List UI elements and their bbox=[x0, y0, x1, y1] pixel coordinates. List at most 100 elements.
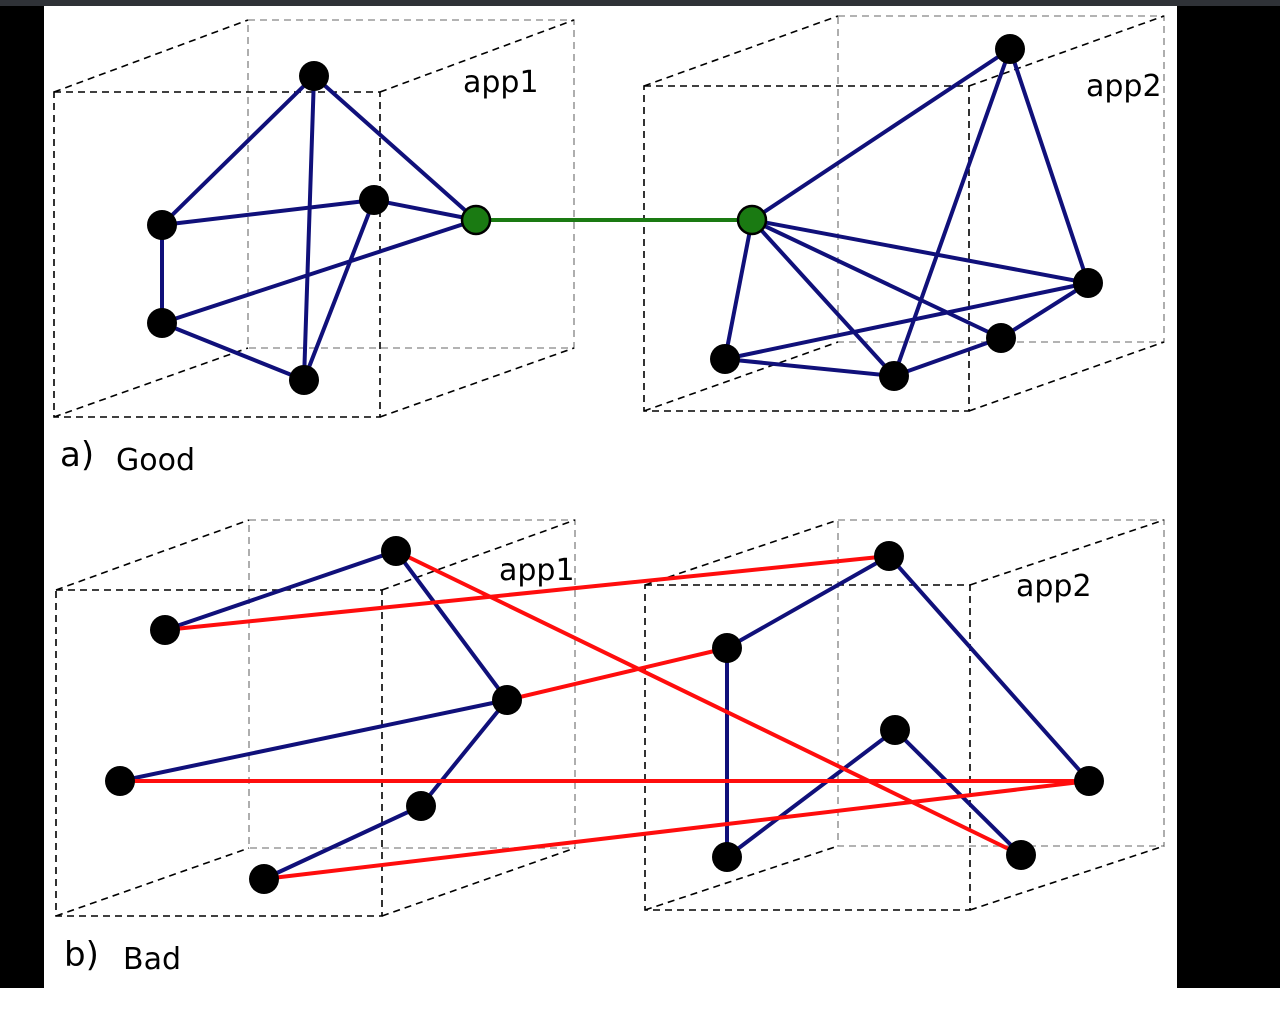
diagram-canvas: app1 app2 a) Good bbox=[44, 6, 1177, 988]
right-margin bbox=[1177, 6, 1280, 988]
panel-b-cross-links bbox=[118, 549, 1091, 881]
edge bbox=[160, 321, 306, 382]
box-front-face bbox=[55, 589, 383, 917]
node bbox=[381, 536, 411, 566]
edge bbox=[750, 218, 896, 378]
left-margin bbox=[0, 6, 44, 988]
node bbox=[710, 344, 740, 374]
node bbox=[1006, 840, 1036, 870]
node bbox=[712, 842, 742, 872]
edge bbox=[892, 336, 1003, 378]
panel-a-app2-label: app2 bbox=[1086, 69, 1162, 104]
node bbox=[147, 210, 177, 240]
edge bbox=[419, 698, 509, 808]
edge bbox=[893, 728, 1023, 857]
box-edge bbox=[968, 341, 1165, 412]
box-edge bbox=[379, 347, 575, 418]
box-edge bbox=[968, 15, 1165, 87]
gateway-node-app1 bbox=[460, 204, 492, 236]
panel-a-app1-edges bbox=[160, 74, 478, 382]
node bbox=[147, 308, 177, 338]
edge bbox=[118, 698, 509, 783]
node bbox=[712, 633, 742, 663]
edge bbox=[163, 549, 398, 632]
edge bbox=[394, 549, 509, 702]
edge bbox=[262, 804, 423, 881]
box-front-face bbox=[644, 584, 971, 911]
node bbox=[880, 715, 910, 745]
node bbox=[986, 323, 1016, 353]
edge bbox=[723, 281, 1090, 361]
box-edge bbox=[53, 347, 249, 418]
gateway-node-app2 bbox=[736, 204, 768, 236]
box-edge bbox=[381, 519, 576, 591]
window-top-bar bbox=[0, 0, 1280, 6]
node bbox=[299, 61, 329, 91]
edge bbox=[372, 198, 478, 222]
box-edge bbox=[643, 341, 839, 412]
box-edge bbox=[969, 845, 1165, 911]
box-edge bbox=[644, 845, 839, 911]
panel-b-nodes bbox=[105, 536, 1104, 894]
box-edge bbox=[379, 19, 575, 93]
box-edge bbox=[53, 19, 249, 93]
box-back-face bbox=[247, 19, 575, 349]
panel-a-app1-box bbox=[53, 19, 575, 418]
node bbox=[150, 615, 180, 645]
node bbox=[995, 34, 1025, 64]
edge bbox=[999, 281, 1090, 340]
edge bbox=[302, 198, 376, 382]
panel-b-app2-box bbox=[644, 519, 1165, 911]
edge bbox=[160, 218, 478, 325]
edge bbox=[1008, 47, 1090, 285]
box-edge bbox=[55, 847, 250, 917]
edge bbox=[750, 47, 1012, 222]
box-edge bbox=[381, 847, 576, 917]
panel-a-app2-edges bbox=[723, 47, 1090, 378]
box-front-face bbox=[53, 91, 381, 418]
panel-a-letter: a) bbox=[60, 435, 94, 475]
edge bbox=[302, 74, 316, 382]
bad-link bbox=[163, 554, 891, 632]
panel-a-nodes bbox=[147, 34, 1103, 395]
panel-b-letter: b) bbox=[64, 935, 99, 975]
panel-a-app2-box bbox=[643, 15, 1165, 412]
box-edge bbox=[55, 519, 250, 591]
bad-link bbox=[505, 646, 729, 702]
box-edge bbox=[643, 15, 839, 87]
edge bbox=[725, 554, 891, 650]
box-edge bbox=[969, 519, 1165, 586]
node bbox=[105, 766, 135, 796]
node bbox=[879, 361, 909, 391]
node bbox=[1074, 766, 1104, 796]
node bbox=[249, 864, 279, 894]
bad-link bbox=[262, 779, 1091, 881]
edge bbox=[160, 74, 316, 227]
good-vs-bad-diagram: app1 app2 a) Good bbox=[53, 15, 1165, 977]
box-back-face bbox=[837, 519, 1165, 847]
box-back-face bbox=[248, 519, 576, 849]
panel-b-app1-box bbox=[55, 519, 576, 917]
panel-a-caption: Good bbox=[116, 443, 195, 478]
node bbox=[874, 541, 904, 571]
panel-a: app1 app2 a) Good bbox=[53, 15, 1165, 478]
edge bbox=[725, 728, 897, 859]
edge bbox=[160, 198, 376, 227]
panel-b-app2-label: app2 bbox=[1016, 569, 1092, 604]
node bbox=[406, 791, 436, 821]
bad-link bbox=[394, 549, 1023, 857]
panel-a-app1-label: app1 bbox=[463, 65, 539, 100]
box-front-face bbox=[643, 85, 970, 412]
node bbox=[289, 365, 319, 395]
edge bbox=[750, 218, 1003, 340]
panel-b-intra-edges bbox=[118, 549, 1091, 881]
panel-b-caption: Bad bbox=[123, 942, 181, 977]
box-edge bbox=[644, 519, 839, 586]
edge bbox=[887, 554, 1091, 783]
edge bbox=[750, 218, 1090, 285]
box-back-face bbox=[837, 15, 1165, 343]
panel-b-app1-label: app1 bbox=[499, 553, 575, 588]
node bbox=[1073, 268, 1103, 298]
node bbox=[492, 685, 522, 715]
panel-b: app1 app2 b) Bad bbox=[55, 519, 1165, 977]
